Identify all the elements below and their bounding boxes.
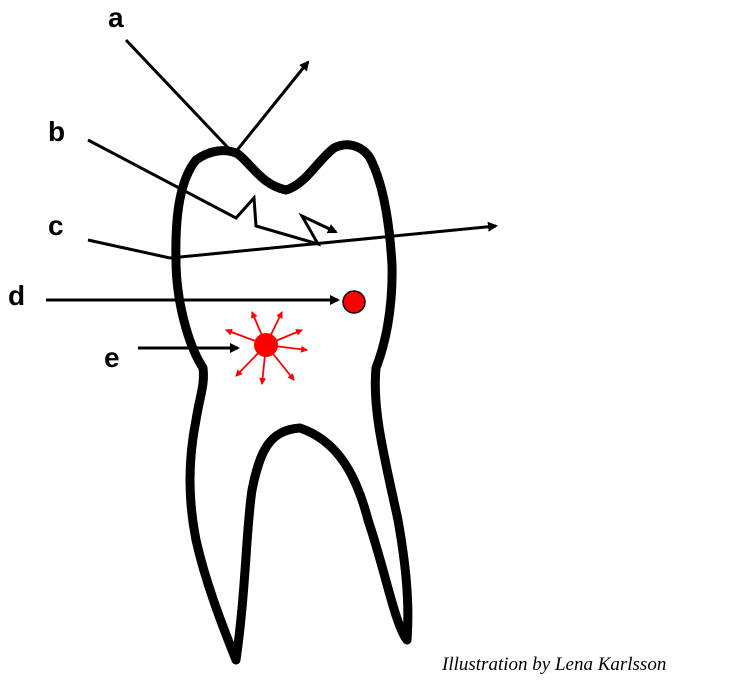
label-b: b — [48, 118, 65, 146]
label-a: a — [108, 4, 124, 32]
red-radiating-arrows — [226, 312, 307, 384]
label-c: c — [48, 212, 64, 240]
arrow-c-through — [88, 240, 170, 258]
label-d: d — [8, 282, 25, 310]
illustration-credit: Illustration by Lena Karlsson — [442, 654, 666, 676]
tooth-outline — [176, 145, 408, 660]
red-dot-d — [343, 291, 365, 313]
arrow-a-incoming — [126, 40, 234, 154]
arrow-a-outgoing — [234, 62, 308, 154]
label-e: e — [104, 344, 120, 372]
